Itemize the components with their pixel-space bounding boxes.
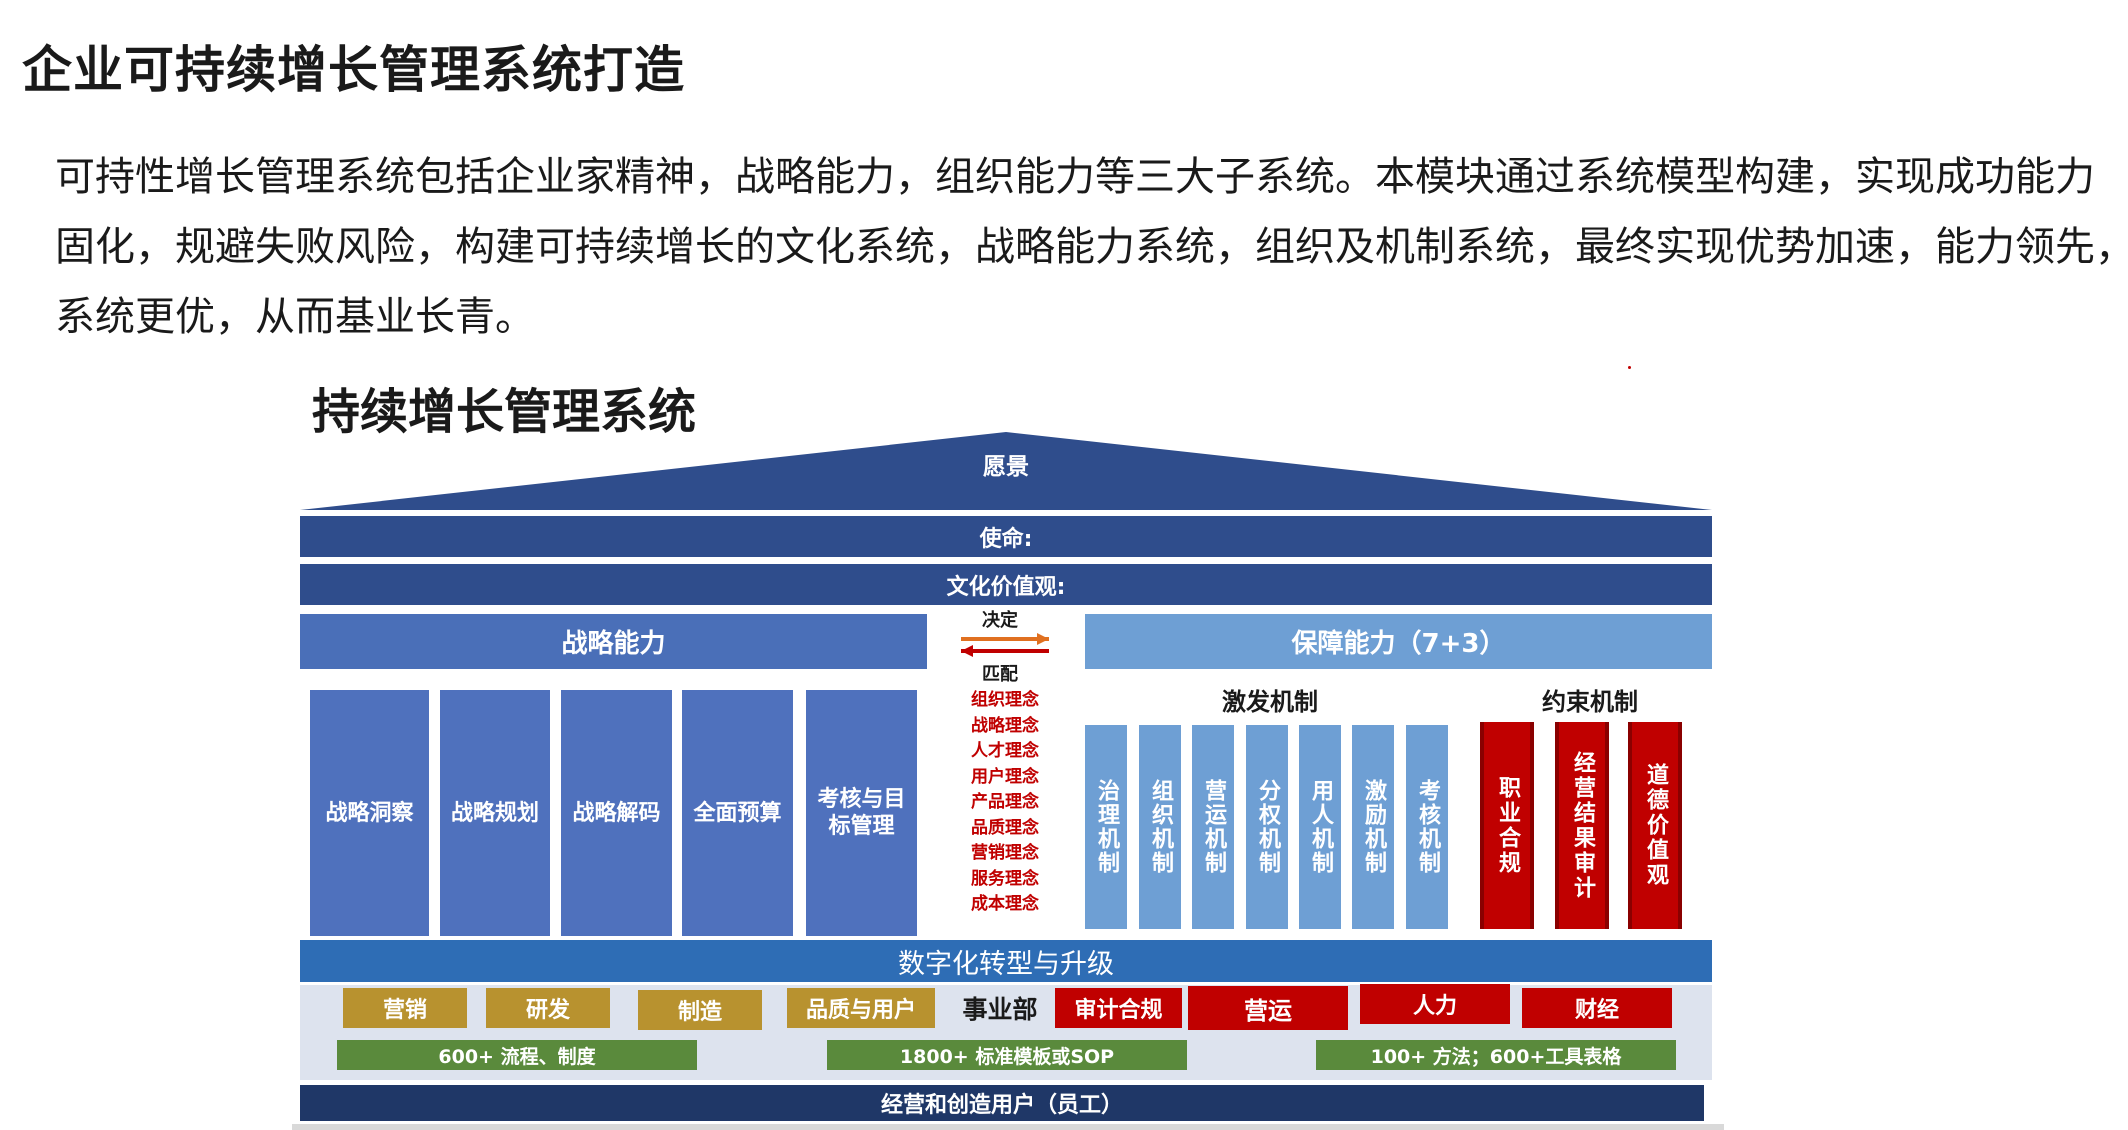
decide-match-arrows-icon	[961, 633, 1049, 657]
concept-item: 服务理念	[971, 868, 1039, 889]
mission-band: 使命:	[300, 516, 1712, 557]
concept-item: 成本理念	[971, 894, 1039, 914]
guarantee-capability-header: 保障能力（7+3）	[1085, 614, 1712, 669]
incentive-column: 营运机制	[1192, 725, 1234, 929]
intro-line: 系统更优，从而基业长青。	[55, 294, 535, 340]
strategy-column: 战略洞察	[310, 690, 429, 936]
strategy-capability-header: 战略能力	[300, 614, 927, 669]
strategy-column: 战略解码	[561, 690, 672, 936]
incentive-column: 组织机制	[1139, 725, 1181, 929]
red-dot-mark	[1628, 366, 1631, 369]
concept-item: 战略理念	[971, 715, 1039, 736]
function-box: 制造	[638, 990, 762, 1030]
values-band: 文化价值观:	[300, 564, 1712, 605]
support-box: 审计合规	[1055, 988, 1182, 1028]
concept-item: 用户理念	[971, 766, 1039, 787]
incentive-column: 考核机制	[1406, 725, 1448, 929]
incentive-mechanism-label: 激发机制	[1222, 688, 1318, 716]
diagram-title: 持续增长管理系统	[312, 384, 697, 440]
intro-line: 可持性增长管理系统包括企业家精神，战略能力，组织能力等三大子系统。本模块通过系统…	[55, 154, 2095, 200]
asset-bar: 600+ 流程、制度	[337, 1040, 697, 1070]
base-foundation-band: 经营和创造用户（员工）	[300, 1085, 1704, 1121]
concept-item: 产品理念	[971, 792, 1039, 812]
function-box: 研发	[486, 988, 610, 1028]
strategy-column: 考核与目标管理	[806, 690, 917, 936]
constraint-column: 职业合规	[1480, 722, 1534, 929]
constraint-mechanism-label: 约束机制	[1542, 688, 1638, 716]
intro-line: 固化，规避失败风险，构建可持续增长的文化系统，战略能力系统，组织及机制系统，最终…	[55, 224, 2128, 270]
concept-item: 品质理念	[971, 817, 1039, 838]
intro-paragraph: 可持性增长管理系统包括企业家精神，战略能力，组织能力等三大子系统。本模块通过系统…	[55, 142, 2128, 352]
incentive-column: 分权机制	[1246, 725, 1288, 929]
support-box: 人力	[1360, 984, 1510, 1024]
constraint-column: 经营结果审计	[1555, 722, 1609, 929]
support-box: 营运	[1188, 986, 1348, 1030]
business-unit-label: 事业部	[962, 995, 1038, 1024]
incentive-column: 激励机制	[1352, 725, 1394, 929]
constraint-column: 道德价值观	[1628, 722, 1682, 929]
decide-label: 决定	[982, 610, 1018, 631]
incentive-column: 治理机制	[1085, 725, 1127, 929]
concept-item: 营销理念	[971, 843, 1039, 863]
match-label: 匹配	[982, 664, 1018, 685]
digital-transformation-band: 数字化转型与升级	[300, 940, 1712, 982]
strategy-column: 战略规划	[440, 690, 550, 936]
incentive-column: 用人机制	[1299, 725, 1341, 929]
concept-item: 组织理念	[971, 690, 1039, 710]
function-box: 营销	[343, 988, 467, 1028]
asset-bar: 1800+ 标准模板或SOP	[827, 1040, 1187, 1070]
vision-label: 愿景	[983, 454, 1029, 480]
page-title: 企业可持续增长管理系统打造	[22, 41, 685, 99]
strategy-column: 全面预算	[682, 690, 793, 936]
vision-roof	[300, 432, 1712, 510]
concept-item: 人才理念	[971, 741, 1039, 761]
concept-list: 组织理念 战略理念 人才理念 用户理念 产品理念 品质理念 营销理念 服务理念 …	[945, 688, 1065, 918]
function-box: 品质与用户	[787, 988, 935, 1028]
asset-bar: 100+ 方法；600+工具表格	[1316, 1040, 1676, 1070]
base-shadow	[292, 1124, 1724, 1130]
support-box: 财经	[1522, 988, 1672, 1028]
